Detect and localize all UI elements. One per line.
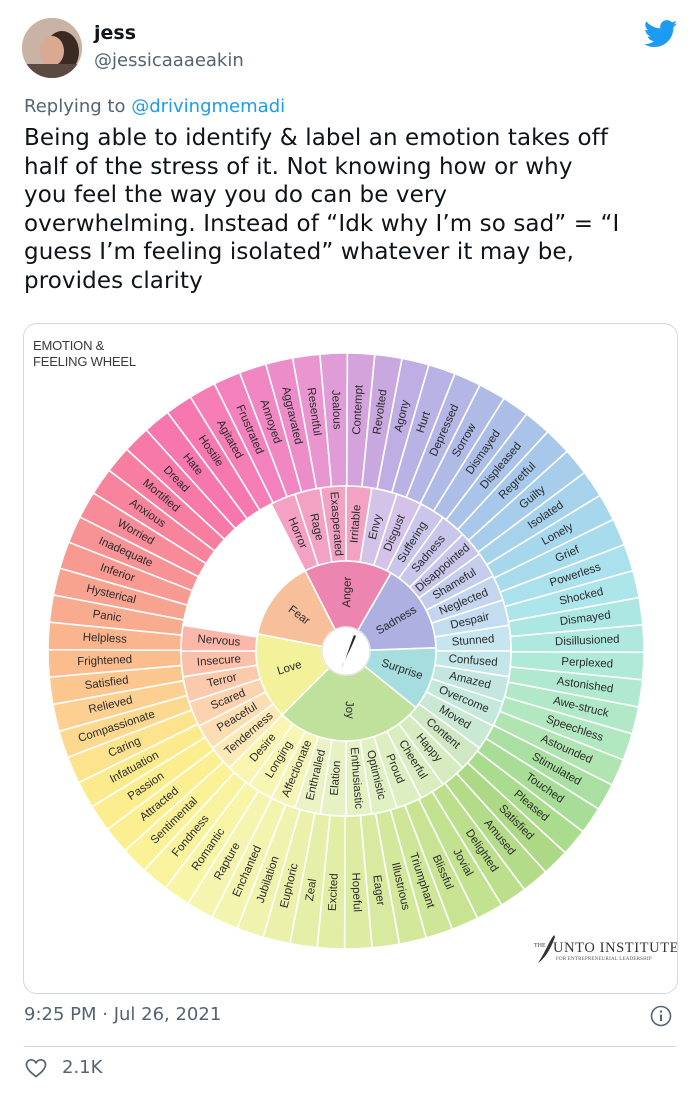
middle-label: Envy — [367, 513, 385, 541]
outer-label: Perplexed — [561, 656, 613, 671]
reply-prefix: Replying to — [24, 96, 132, 117]
outer-label: Jealous — [329, 390, 343, 430]
tweet-line: guess I’m feeling isolated” whatever it … — [24, 239, 575, 265]
middle-label: Irritable — [349, 504, 364, 543]
tweet-line: provides clarity — [24, 267, 203, 294]
tweet-line: you feel the way you do can be very — [24, 182, 448, 208]
middle-label: Elation — [329, 760, 344, 796]
author-handle[interactable]: @jessicaaaeakin — [94, 50, 244, 71]
middle-label: Enthusiastic — [348, 747, 365, 810]
middle-label: Confused — [448, 653, 498, 669]
outer-label: Excited — [327, 873, 341, 911]
reply-mention-link[interactable]: @drivingmemadi — [131, 96, 286, 117]
info-icon[interactable] — [650, 1005, 672, 1027]
wheel-title: EMOTION & FEELING WHEEL — [33, 338, 136, 370]
reply-context: Replying to @drivingmemadi — [24, 96, 285, 117]
outer-label: Eager — [370, 874, 386, 906]
middle-label: Nervous — [197, 633, 241, 648]
outer-label: Hopeful — [349, 872, 363, 912]
outer-label: Satisfied — [84, 674, 129, 692]
core-label: Joy — [343, 701, 356, 720]
unto-institute-logo: THE UNTO INSTITUTE FOR ENTREPRENEURIAL L… — [524, 929, 677, 969]
outer-label: Disillusioned — [555, 634, 620, 649]
middle-label: Insecure — [196, 653, 241, 668]
middle-label: Stunned — [451, 633, 495, 648]
heart-icon[interactable] — [24, 1056, 48, 1080]
outer-label: Frightened — [77, 654, 132, 668]
outer-label: Helpless — [82, 632, 127, 646]
like-count[interactable]: 2.1K — [62, 1057, 103, 1078]
wheel-title-line: EMOTION & — [33, 338, 105, 353]
author-name[interactable]: jess — [94, 22, 137, 44]
tweet-line: half of the stress of it. Not knowing ho… — [24, 153, 573, 180]
outer-label: Contempt — [351, 384, 366, 435]
outer-segment — [166, 395, 261, 520]
tweet-line: Being able to identify & label an emotio… — [24, 125, 609, 151]
core-label: Anger — [341, 576, 354, 607]
middle-label: Exasperated — [327, 491, 344, 556]
brand-name: UNTO INSTITUTE — [553, 940, 678, 956]
avatar[interactable] — [22, 18, 82, 78]
brand-prefix: THE — [534, 943, 546, 949]
wheel-center — [321, 626, 371, 676]
divider — [24, 1046, 676, 1047]
tweet-line: overwhelming. Instead of “Idk why I’m so… — [24, 210, 620, 237]
tweet-timestamp[interactable]: 9:25 PM · Jul 26, 2021 — [24, 1004, 222, 1025]
pen-mark-icon — [341, 635, 356, 669]
tweet-text: Being able to identify & label an emotio… — [24, 124, 684, 295]
outer-label: Zeal — [304, 878, 319, 902]
twitter-bird-icon[interactable] — [643, 20, 678, 48]
brand-subtitle: FOR ENTREPRENEURIAL LEADERSHIP — [556, 957, 652, 962]
wheel-title-line: FEELING WHEEL — [33, 354, 136, 369]
outer-label: Panic — [92, 609, 122, 625]
